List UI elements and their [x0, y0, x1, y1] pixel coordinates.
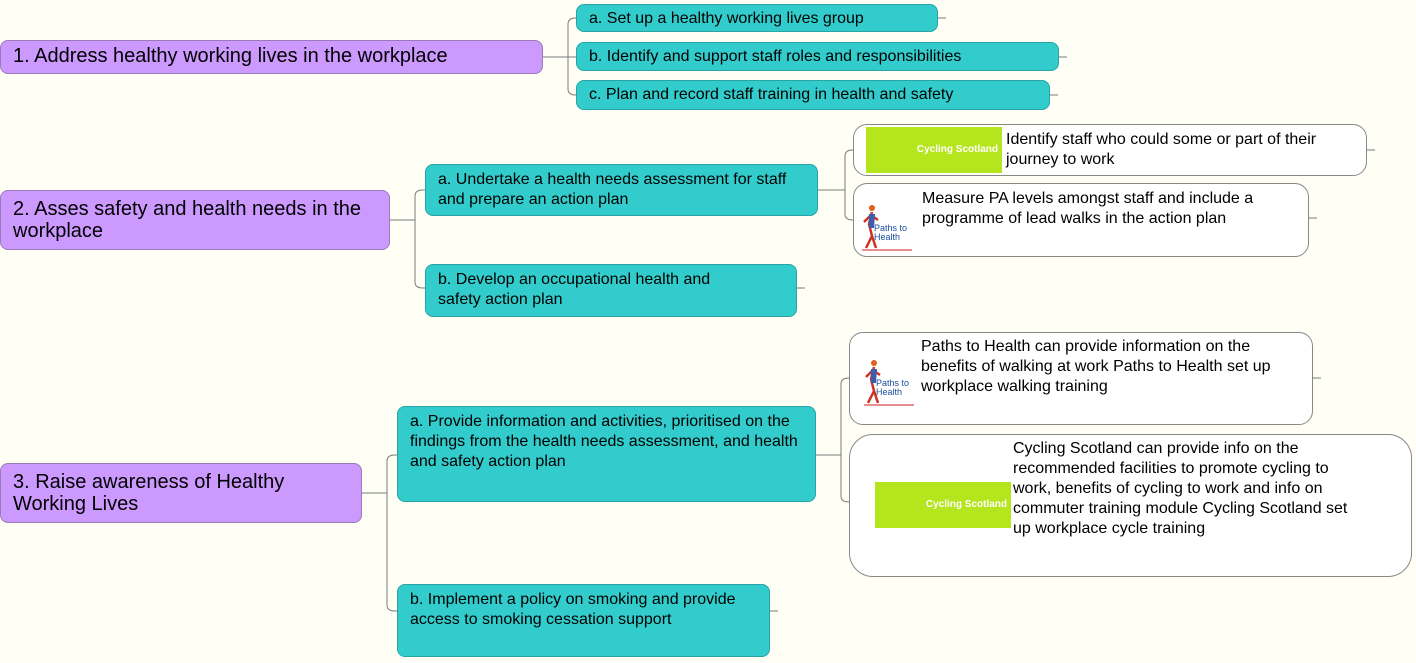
- logo-label: Cycling Scotland: [925, 499, 1007, 510]
- resource-text: Cycling Scotland can provide info on the…: [1013, 440, 1348, 537]
- resource-card-paths-2[interactable]: Paths to Health Paths to Health can prov…: [849, 332, 1313, 425]
- cycling-scotland-logo: Cycling Scotland: [875, 482, 1011, 528]
- logo-label: Cycling Scotland: [916, 144, 998, 155]
- resource-card-paths-1[interactable]: Paths to Health Measure PA levels amongs…: [853, 183, 1309, 257]
- resource-text: Paths to Health can provide information …: [921, 338, 1271, 395]
- subtopic-label: b. Identify and support staff roles and …: [589, 48, 962, 65]
- resource-card-cycling-1[interactable]: Cycling Scotland Identify staff who coul…: [853, 124, 1367, 176]
- cycling-scotland-logo: Cycling Scotland: [866, 127, 1002, 173]
- resource-text: Measure PA levels amongst staff and incl…: [922, 190, 1254, 227]
- main-topic-1[interactable]: 1. Address healthy working lives in the …: [0, 40, 543, 74]
- main-topic-3[interactable]: 3. Raise awareness of Healthy Working Li…: [0, 463, 362, 523]
- subtopic-label: a. Undertake a health needs assessment f…: [438, 171, 787, 208]
- subtopic-label: a. Provide information and activities, p…: [410, 413, 798, 470]
- subtopic-label: b. Implement a policy on smoking and pro…: [410, 591, 736, 628]
- walker-icon: [862, 205, 912, 251]
- logo-label: Paths to Health: [876, 378, 910, 397]
- paths-to-health-logo: Paths to Health: [862, 357, 918, 409]
- resource-card-cycling-2[interactable]: Cycling Scotland Cycling Scotland can pr…: [849, 434, 1412, 577]
- resource-text: Identify staff who could some or part of…: [1006, 131, 1317, 168]
- subtopic-label: b. Develop an occupational health and sa…: [438, 271, 711, 308]
- subtopic-2a[interactable]: a. Undertake a health needs assessment f…: [425, 164, 818, 216]
- subtopic-3b[interactable]: b. Implement a policy on smoking and pro…: [397, 584, 770, 657]
- main-topic-label: 1. Address healthy working lives in the …: [13, 45, 448, 67]
- logo-label: Paths to Health: [874, 223, 908, 242]
- subtopic-3a[interactable]: a. Provide information and activities, p…: [397, 406, 816, 502]
- main-topic-label: 3. Raise awareness of Healthy Working Li…: [13, 471, 285, 515]
- subtopic-1b[interactable]: b. Identify and support staff roles and …: [576, 42, 1059, 71]
- subtopic-1c[interactable]: c. Plan and record staff training in hea…: [576, 80, 1050, 110]
- main-topic-label: 2. Asses safety and health needs in the …: [13, 198, 362, 242]
- subtopic-1a[interactable]: a. Set up a healthy working lives group: [576, 4, 938, 32]
- subtopic-2b[interactable]: b. Develop an occupational health and sa…: [425, 264, 797, 317]
- paths-to-health-logo: Paths to Health: [860, 202, 916, 254]
- main-topic-2[interactable]: 2. Asses safety and health needs in the …: [0, 190, 390, 250]
- subtopic-label: c. Plan and record staff training in hea…: [589, 86, 954, 103]
- subtopic-label: a. Set up a healthy working lives group: [589, 10, 864, 27]
- walker-icon: [864, 360, 914, 406]
